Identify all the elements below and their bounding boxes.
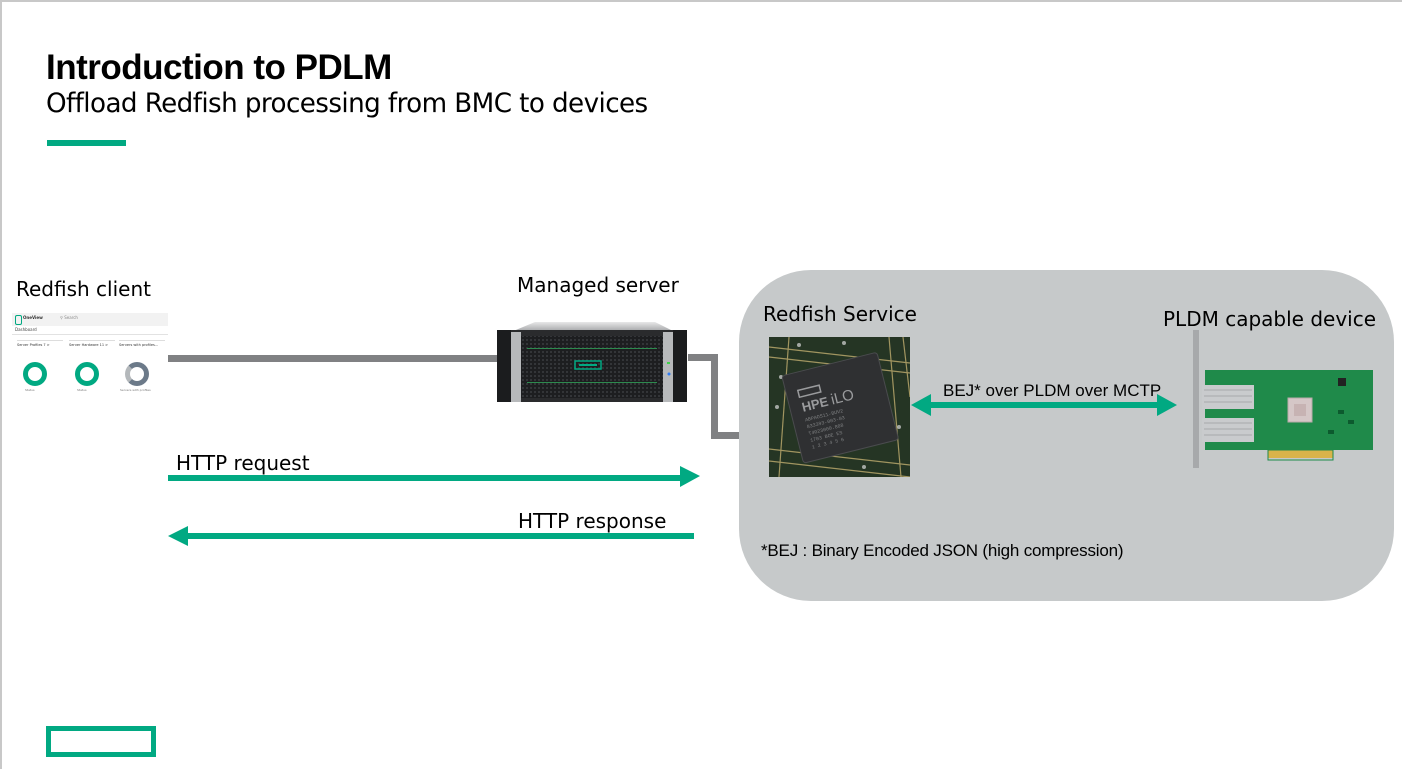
http-response-label: HTTP response xyxy=(518,509,667,533)
rack-server-icon xyxy=(497,322,687,402)
svg-text:HPE: HPE xyxy=(800,394,830,415)
http-response-arrow xyxy=(168,526,694,546)
client-card-footer: Status xyxy=(25,388,35,392)
redfish-client-label: Redfish client xyxy=(16,277,151,301)
oneview-logo-icon xyxy=(15,315,22,325)
bej-footnote: *BEJ : Binary Encoded JSON (high compres… xyxy=(761,541,1124,560)
client-card: Servers with profiles... Servers with pr… xyxy=(119,340,165,398)
client-divider xyxy=(12,334,168,335)
client-server-connection xyxy=(168,355,498,362)
redfish-client-screenshot: OneView ⚲ Search Dashboard Server Profil… xyxy=(12,313,168,399)
http-request-label: HTTP request xyxy=(176,451,310,475)
client-card-title: Server Profiles 7 > xyxy=(17,340,63,347)
client-card: Server Profiles 7 > Status xyxy=(17,340,63,398)
client-search: ⚲ Search xyxy=(60,315,78,320)
managed-server-label: Managed server xyxy=(517,273,679,297)
server-bmc-connection-a xyxy=(688,354,718,361)
slide-border-left xyxy=(0,0,2,769)
pldm-device-label: PLDM capable device xyxy=(1163,307,1377,331)
server-bmc-connection-c xyxy=(711,432,741,439)
status-donut-icon xyxy=(75,362,99,386)
client-card: Server Hardware 11 > Status xyxy=(69,340,115,398)
client-card-title: Servers with profiles... xyxy=(119,340,165,347)
bej-link-label: BEJ* over PLDM over MCTP xyxy=(943,381,1162,400)
svg-text:iLO: iLO xyxy=(829,386,856,408)
http-request-arrow xyxy=(168,466,700,487)
client-app-name: OneView xyxy=(23,315,43,320)
hpe-ilo-chip-icon: HPE iLO ABPAOS11-BUV2 833393-003-03 T4G2… xyxy=(769,337,910,477)
profiles-donut-icon xyxy=(125,362,149,386)
bej-link-arrow xyxy=(911,394,1177,416)
client-card-footer: Servers with profiles xyxy=(120,388,151,392)
slide-border-top xyxy=(0,0,1402,2)
client-page-name: Dashboard xyxy=(15,327,37,332)
title-accent-rule xyxy=(47,140,126,146)
status-donut-icon xyxy=(23,362,47,386)
slide-subtitle: Offload Redfish processing from BMC to d… xyxy=(46,88,648,119)
client-search-placeholder: Search xyxy=(64,315,78,320)
client-header-bar xyxy=(12,313,168,326)
client-card-title: Server Hardware 11 > xyxy=(69,340,115,347)
hpe-logo-icon xyxy=(46,726,156,757)
client-card-footer: Status xyxy=(77,388,87,392)
network-adapter-card-icon xyxy=(1193,330,1373,468)
redfish-service-label: Redfish Service xyxy=(763,302,917,326)
slide-title: Introduction to PDLM xyxy=(46,48,392,87)
server-bmc-connection-b xyxy=(711,354,718,439)
